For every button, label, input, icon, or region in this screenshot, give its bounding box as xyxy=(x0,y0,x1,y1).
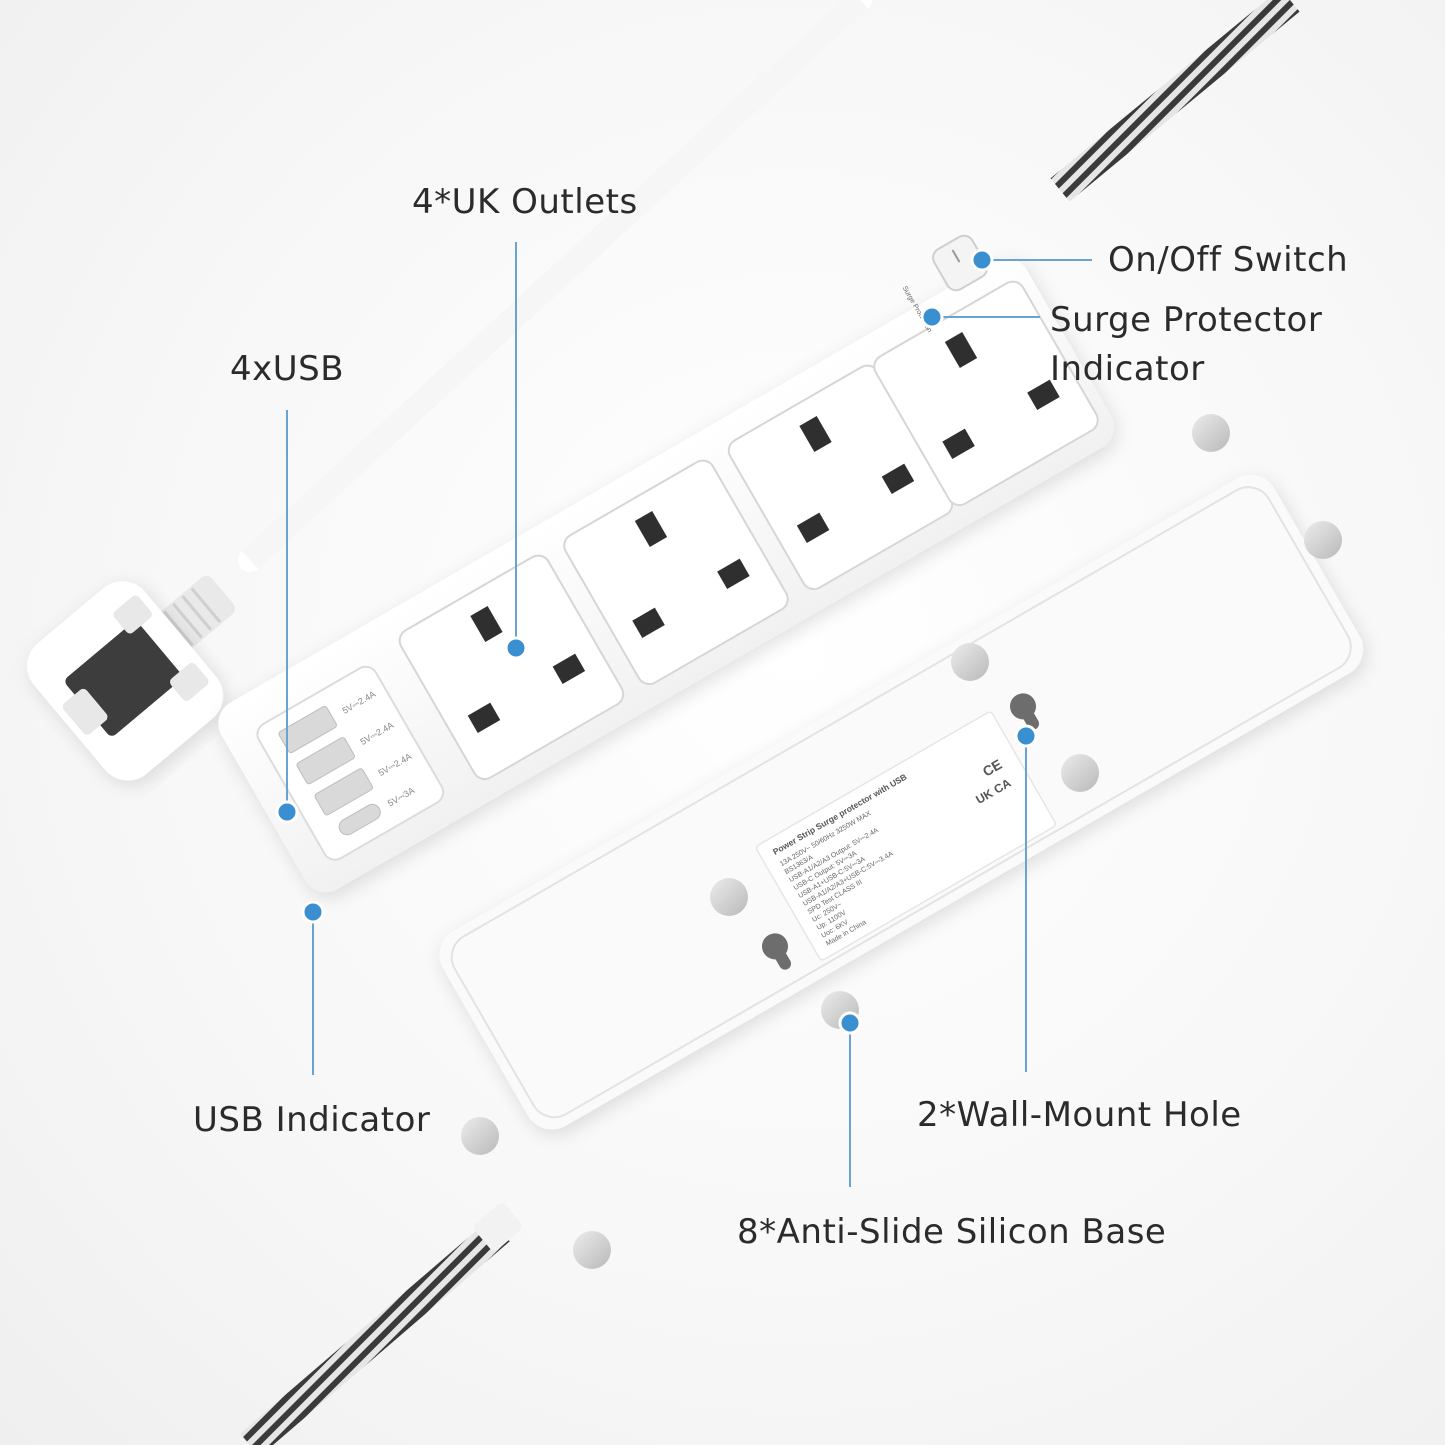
dot-uk-outlets xyxy=(504,636,528,660)
braided-cable-bottom xyxy=(240,1218,510,1445)
dot-wall-mount xyxy=(1014,724,1038,748)
callout-anti-slide-base: 8*Anti-Slide Silicon Base xyxy=(737,1212,1167,1252)
callout-dots xyxy=(275,248,1038,1035)
uk-outlet-1 xyxy=(398,554,625,781)
uk-plug xyxy=(27,576,235,781)
braided-cable-top xyxy=(1050,0,1300,202)
wall-mount-holes xyxy=(762,693,1039,970)
dot-usb-ports xyxy=(275,800,299,824)
callout-surge-line2: Indicator xyxy=(1050,349,1205,390)
callout-uk-outlets: 4*UK Outlets xyxy=(412,182,638,222)
callout-surge-line1: Surge Protector xyxy=(1050,300,1323,340)
dot-surge xyxy=(920,305,944,329)
white-power-cable xyxy=(238,0,872,572)
uk-outlet-3 xyxy=(727,364,954,591)
callout-leaders xyxy=(286,242,1092,1187)
dot-usb-indicator xyxy=(301,900,325,924)
callout-on-off-switch: On/Off Switch xyxy=(1108,240,1349,280)
power-strip-front: 5V⎓2.4A 5V⎓2.4A 5V⎓2.4A 5V⎓3A xyxy=(218,258,1114,892)
callout-wall-mount-hole: 2*Wall-Mount Hole xyxy=(917,1095,1242,1135)
callout-usb-ports: 4xUSB xyxy=(230,349,345,389)
uk-outlet-4 xyxy=(873,280,1099,507)
uk-outlet-2 xyxy=(563,459,789,686)
dot-on-off xyxy=(970,248,994,272)
usb-a-ports xyxy=(278,705,381,836)
usb-port-panel xyxy=(256,665,445,861)
anti-slide-pads xyxy=(461,414,1342,1269)
callout-usb-indicator: USB Indicator xyxy=(193,1100,431,1140)
callout-surge-indicator: Surge Protector Indicator xyxy=(1050,296,1322,395)
dot-anti-slide xyxy=(838,1011,862,1035)
